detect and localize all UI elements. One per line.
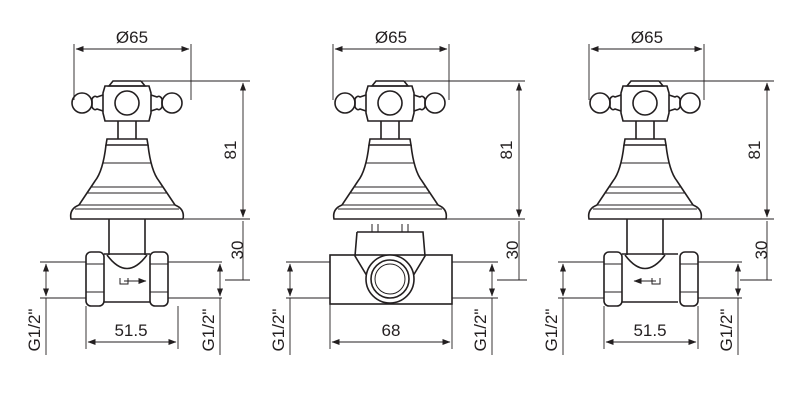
thread-left-label: G1/2": [542, 309, 561, 352]
valve-view-left: Ø65 81 30 G1/2" G1/2" 51.5: [25, 28, 250, 355]
width-label: 51.5: [633, 321, 666, 340]
valve-view-center: Ø65 81 30 G1/2" G1/2" 68: [269, 28, 527, 355]
height-label: 81: [221, 141, 240, 160]
thread-left-label: G1/2": [269, 309, 288, 352]
valve-view-right: Ø65 81 30 G1/2" G1/2" 51.5: [542, 28, 774, 355]
body-height-label: 30: [228, 241, 247, 260]
height-label: 81: [497, 141, 516, 160]
thread-left-label: G1/2": [25, 309, 44, 352]
thread-right-label: G1/2": [199, 309, 218, 352]
thread-right-label: G1/2": [717, 309, 736, 352]
body-height-label: 30: [503, 241, 522, 260]
diameter-label: Ø65: [116, 28, 148, 47]
body-height-label: 30: [752, 241, 771, 260]
width-label: 51.5: [114, 321, 147, 340]
diameter-label: Ø65: [631, 28, 663, 47]
height-label: 81: [745, 141, 764, 160]
diameter-label: Ø65: [375, 28, 407, 47]
thread-right-label: G1/2": [471, 309, 490, 352]
width-label: 68: [382, 321, 401, 340]
